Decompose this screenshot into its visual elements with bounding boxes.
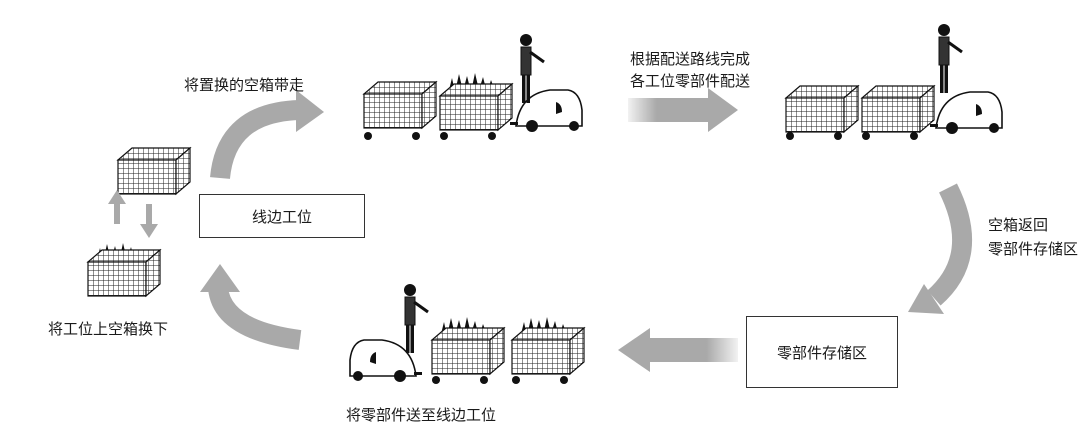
tow-train-top-right — [785, 22, 1003, 140]
curved-arrow-icon — [927, 183, 973, 306]
right-arrow-icon — [628, 98, 710, 122]
tow-tractor-icon — [509, 89, 583, 133]
parts-storage-label: 零部件存储区 — [776, 343, 867, 362]
send-parts-label: 将零部件送至线边工位 — [346, 406, 497, 424]
curved-arrow-icon — [208, 286, 302, 350]
line-side-station-box: 线边工位 — [199, 194, 365, 238]
take-away-label: 将置换的空箱带走 — [184, 76, 305, 94]
up-arrow-icon — [114, 202, 120, 224]
return-label-2: 零部件存储区 — [988, 240, 1079, 258]
deliver-route-label-2: 各工位零部件配送 — [630, 72, 751, 90]
parts-storage-box: 零部件存储区 — [746, 316, 898, 388]
tow-train-top — [363, 32, 583, 140]
return-label-1: 空箱返回 — [988, 216, 1049, 234]
swap-down-label: 将工位上空箱换下 — [48, 320, 169, 338]
down-arrow-icon — [146, 204, 152, 226]
tow-tractor-icon — [929, 91, 1003, 135]
bin-icon — [117, 147, 191, 195]
left-arrow-icon — [648, 338, 738, 362]
bin-icon — [87, 249, 161, 297]
line-side-station-label: 线边工位 — [251, 207, 312, 226]
deliver-route-label-1: 根据配送路线完成 — [630, 50, 751, 68]
curved-arrow-icon — [210, 100, 301, 180]
tow-train-bottom — [349, 282, 585, 384]
